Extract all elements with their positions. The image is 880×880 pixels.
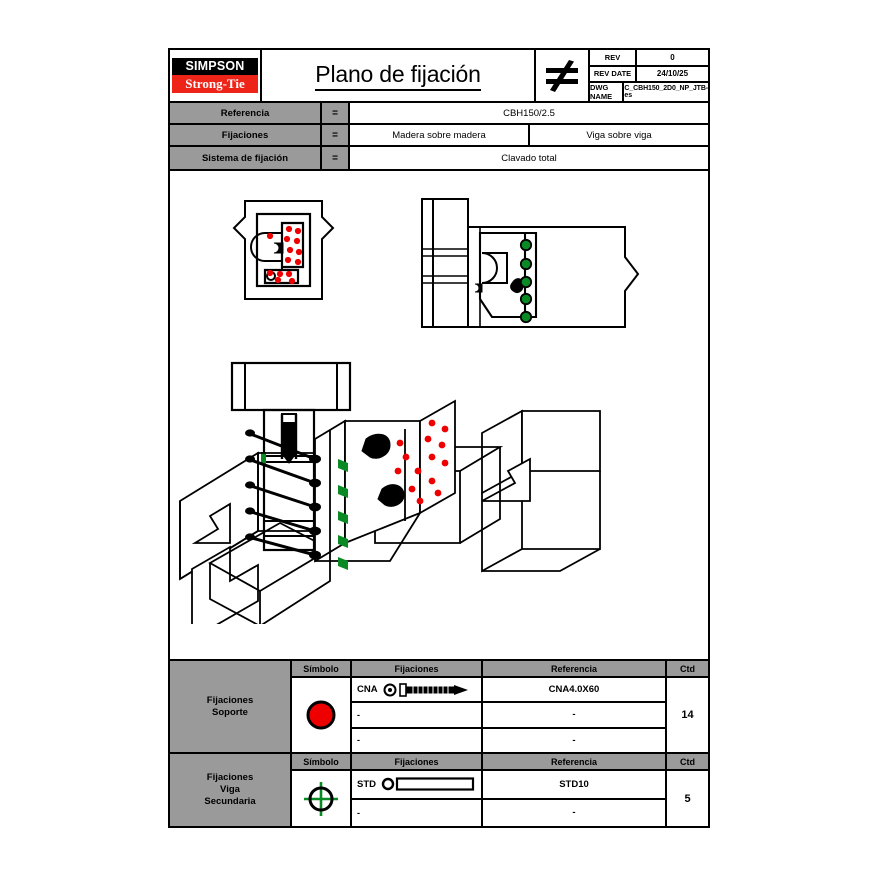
header-simbolo-viga: Símbolo [292, 754, 352, 769]
specification-table: Referencia = CBH150/2.5 Fijaciones = Mad… [170, 103, 708, 171]
fijaciones-column-soporte: CNA [352, 678, 483, 752]
plan-view-fasteners [266, 225, 303, 285]
spec-value-sistema: Clavado total [501, 152, 557, 164]
drawing-sheet: SIMPSON Strong-Tie Plano de fijación REV… [168, 48, 710, 828]
spec-equals-fijaciones: = [322, 125, 350, 145]
fastener-row-empty-2: - [352, 729, 481, 752]
spec-row-sistema: Sistema de fijación = Clavado total [170, 147, 708, 169]
header-ctd-viga: Ctd [680, 756, 695, 767]
fastener-group-name-soporte: Fijaciones Soporte [170, 661, 292, 752]
dwg-name-value: C_CBH150_2D0_NP_JTB-es [624, 85, 708, 99]
fastener-table-header-soporte: Símbolo Fijaciones Referencia Ctd [292, 661, 708, 678]
spec-equals-referencia: = [322, 103, 350, 123]
header-referencia-viga: Referencia [483, 754, 667, 769]
dowel-icon [381, 777, 475, 791]
ring-shank-nail-icon [383, 682, 468, 697]
fastener-code-empty-1: - [357, 709, 360, 720]
fastener-code-viga-empty-1: - [357, 807, 360, 818]
plan-view-top-left [232, 200, 335, 300]
header-fijaciones-viga: Fijaciones [352, 754, 483, 769]
revision-date-row: REV DATE 24/10/25 [590, 66, 708, 83]
referencia-std: STD10 [483, 771, 665, 800]
side-elevation-top-right [421, 198, 640, 328]
drawing-canvas [170, 171, 708, 661]
iso-red-fasteners [394, 419, 449, 505]
rev-label: REV [590, 50, 637, 65]
fastener-group-line-1: Fijaciones [206, 694, 254, 706]
revision-row: REV 0 [590, 50, 708, 67]
header-simbolo: Símbolo [292, 661, 352, 676]
referencia-column-soporte: CNA4.0X60 - - [483, 678, 667, 752]
header-referencia: Referencia [483, 661, 667, 676]
fastener-group-viga-line-3: Secundaria [204, 795, 256, 807]
not-equal-symbol-icon [536, 50, 590, 101]
symbol-cell-green-crosshair [292, 771, 352, 826]
simpson-strongtie-logo: SIMPSON Strong-Tie [170, 50, 262, 101]
spec-label-fijaciones: Fijaciones [170, 125, 322, 145]
spec-equals-sistema: = [322, 147, 350, 169]
referencia-cna: CNA4.0X60 [483, 678, 665, 704]
rev-value: 0 [670, 52, 675, 62]
fijaciones-column-viga: STD - [352, 771, 483, 826]
revision-info-grid: REV 0 REV DATE 24/10/25 DWG NAME C_CBH15… [590, 50, 708, 101]
rev-date-value: 24/10/25 [656, 69, 689, 79]
technical-drawing [179, 198, 640, 624]
referencia-empty-2: - [572, 734, 576, 746]
fastener-group-viga-line-2: Viga [220, 784, 240, 796]
ctd-value-soporte: 14 [681, 709, 694, 721]
rev-date-label: REV DATE [590, 66, 637, 81]
sheet-title: Plano de fijación [262, 50, 536, 101]
not-equal-glyph [546, 59, 578, 92]
fastener-code-empty-2: - [357, 735, 360, 746]
header-ctd: Ctd [680, 663, 695, 674]
fastener-group-line-2: Soporte [212, 706, 248, 718]
fastener-table-soporte: Fijaciones Soporte Símbolo Fijaciones Re… [170, 661, 708, 754]
spec-value-fijaciones-2: Viga sobre viga [528, 125, 708, 145]
logo-simpson-text: SIMPSON [172, 57, 258, 76]
fastener-row-std: STD [352, 771, 481, 800]
spec-value-fijaciones-1: Madera sobre madera [392, 129, 486, 141]
fastener-table-header-viga: Símbolo Fijaciones Referencia Ctd [292, 754, 708, 771]
fastener-row-empty-1: - [352, 703, 481, 729]
side-elevation-fasteners [519, 238, 533, 324]
fastener-code-std: STD [357, 778, 376, 790]
title-block: SIMPSON Strong-Tie Plano de fijación REV… [170, 50, 708, 103]
spec-value-referencia: CBH150/2.5 [503, 107, 555, 119]
fastener-row-cna: CNA [352, 678, 481, 704]
fastener-group-viga-line-1: Fijaciones [206, 772, 254, 784]
spec-row-fijaciones: Fijaciones = Madera sobre madera Viga so… [170, 125, 708, 147]
spec-label-sistema: Sistema de fijación [170, 147, 322, 169]
fastener-table-viga-secundaria: Fijaciones Viga Secundaria Símbolo Fijac… [170, 754, 708, 826]
dwg-name-row: DWG NAME C_CBH150_2D0_NP_JTB-es [590, 83, 708, 101]
fastener-code-cna: CNA [357, 684, 378, 696]
green-crosshair-circle-icon [304, 781, 338, 816]
dwg-name-label: DWG NAME [590, 83, 625, 101]
iso-green-fasteners [338, 459, 348, 570]
referencia-viga-empty-1: - [572, 807, 576, 819]
referencia-column-viga: STD10 - [483, 771, 667, 826]
isometric-assembly-bottom-right [179, 399, 601, 624]
logo-strongtie-text: Strong-Tie [172, 75, 258, 94]
symbol-cell-red-circle [292, 678, 352, 752]
header-fijaciones: Fijaciones [352, 661, 483, 676]
spec-label-referencia: Referencia [170, 103, 322, 123]
sheet-title-text: Plano de fijación [315, 61, 481, 91]
referencia-empty-1: - [483, 703, 665, 729]
red-filled-circle-icon [306, 700, 336, 730]
ctd-value-viga: 5 [684, 792, 691, 805]
spec-row-referencia: Referencia = CBH150/2.5 [170, 103, 708, 125]
fastener-group-name-viga: Fijaciones Viga Secundaria [170, 754, 292, 826]
fastener-row-viga-empty-1: - [352, 800, 481, 827]
